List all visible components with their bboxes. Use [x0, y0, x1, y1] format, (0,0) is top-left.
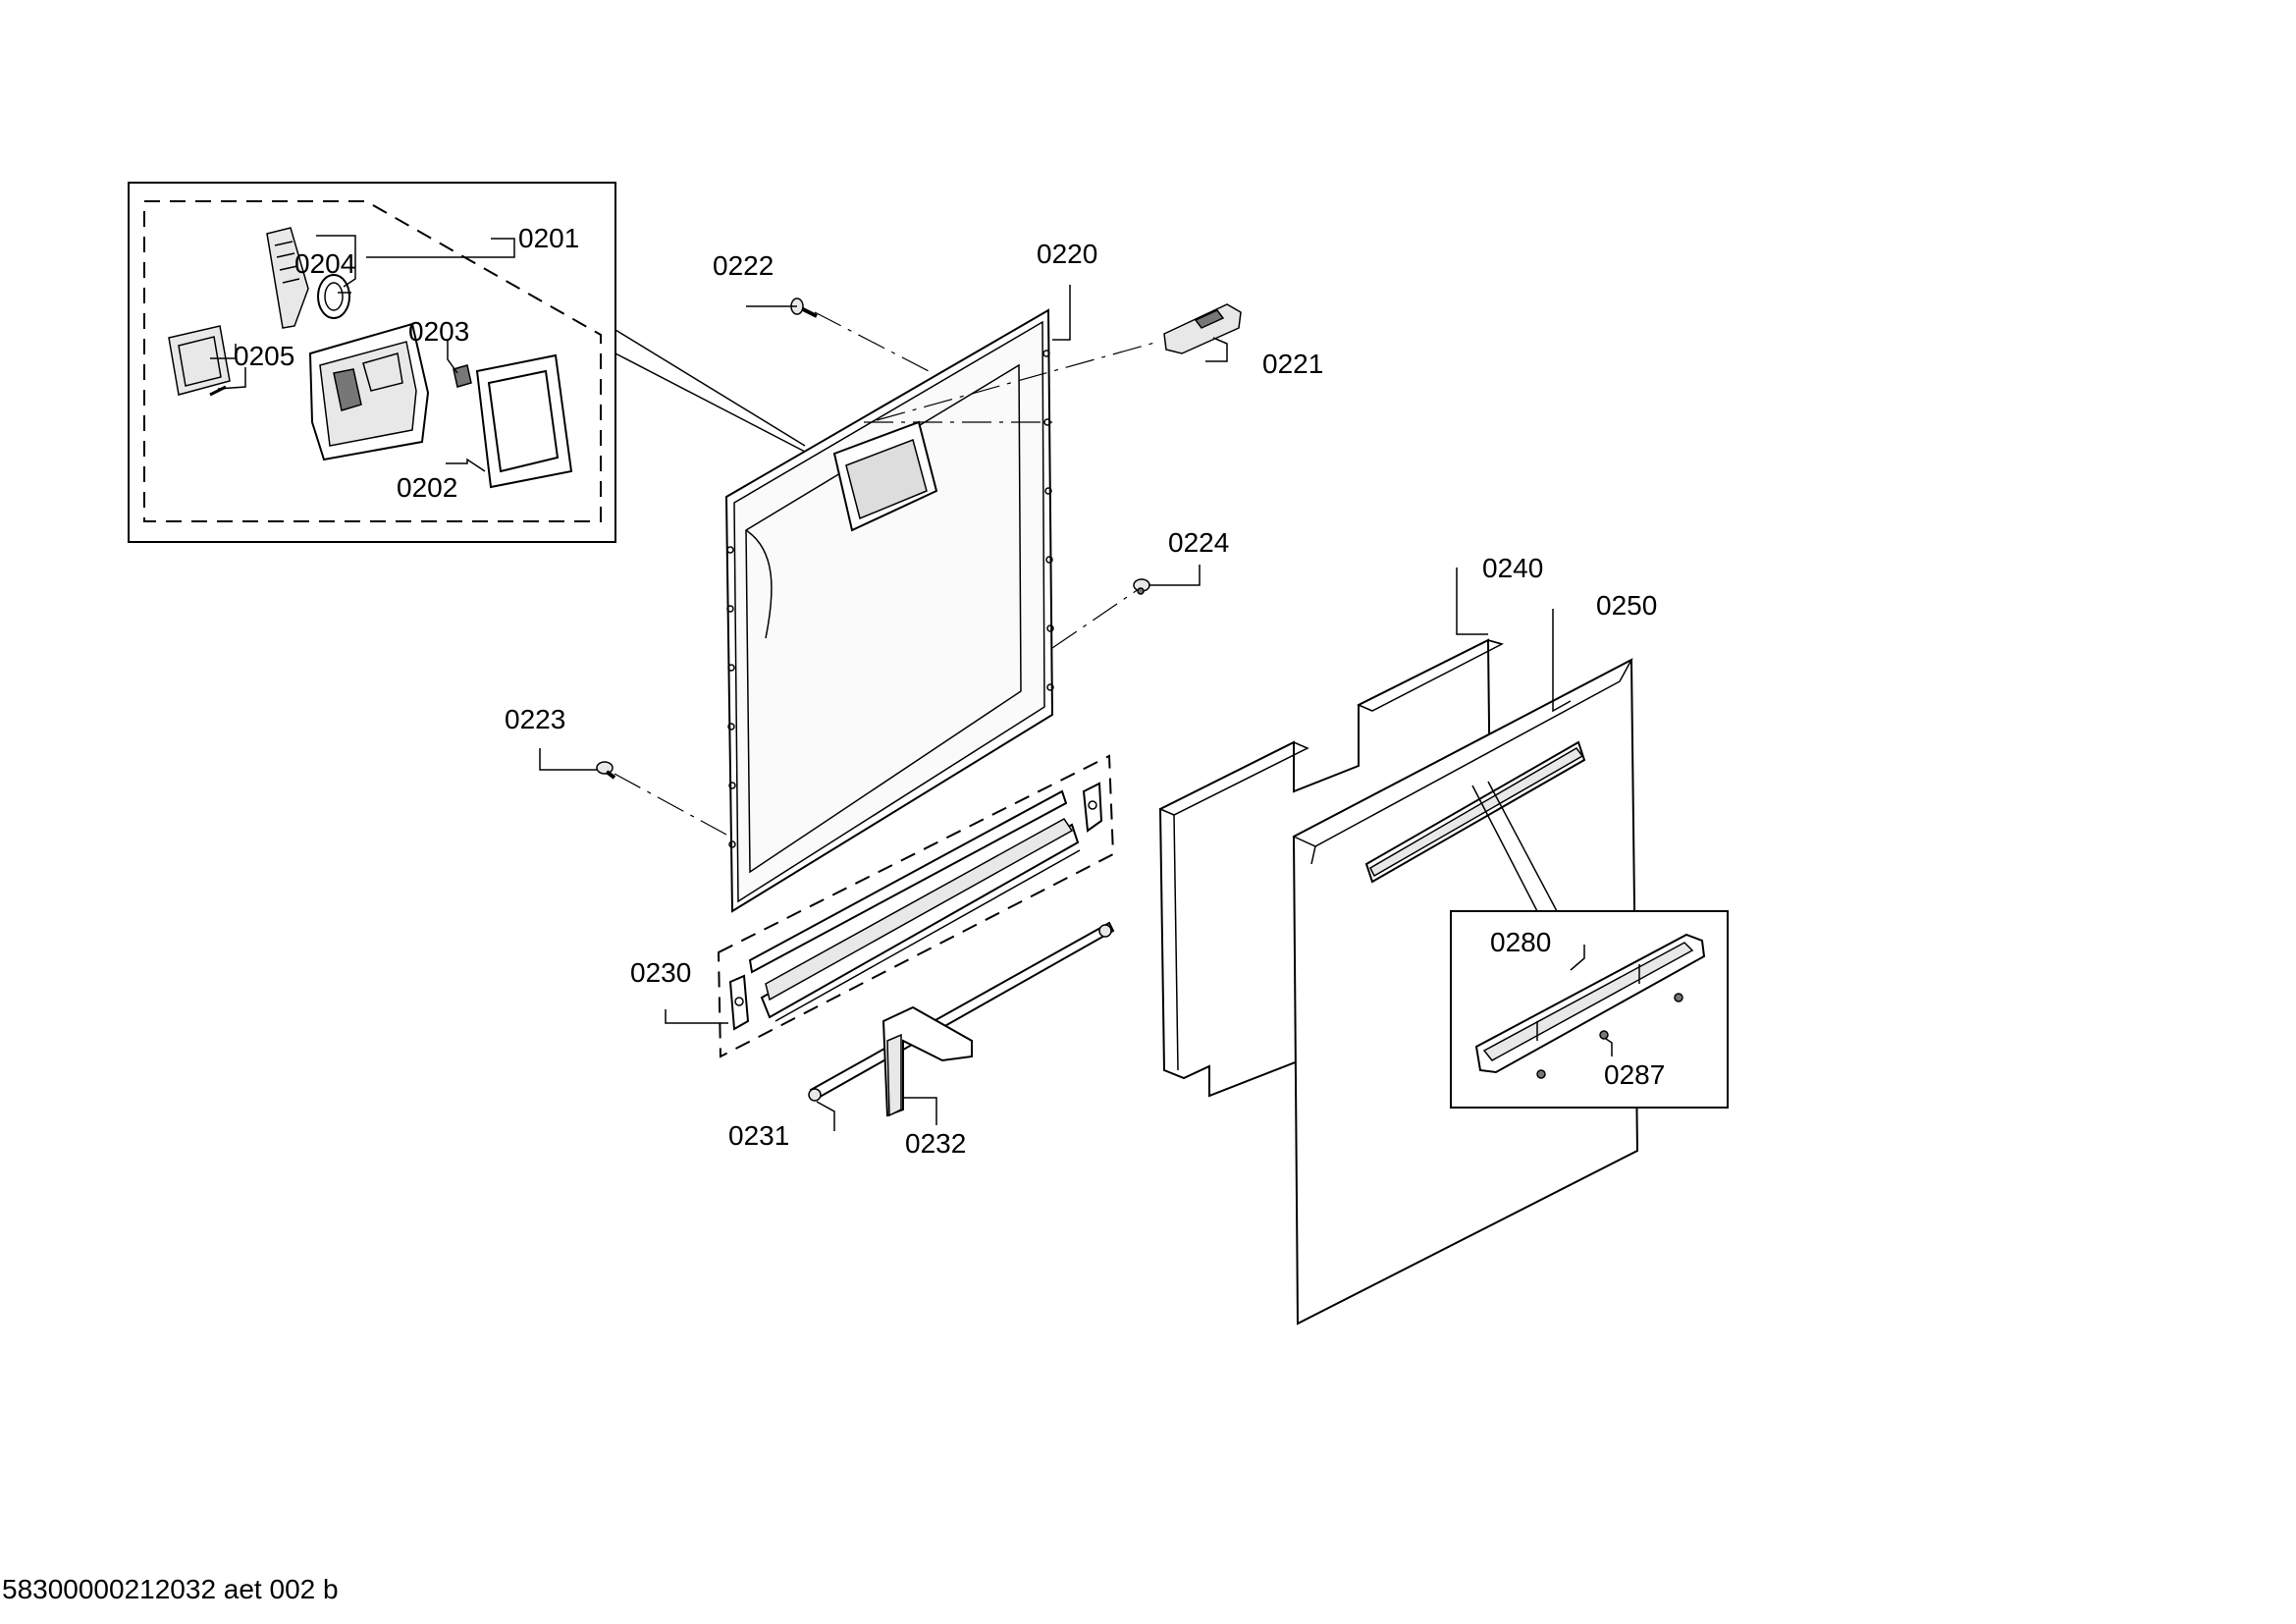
- part-0280-handle[interactable]: [1474, 933, 1706, 1074]
- label-0222: 0222: [713, 250, 774, 281]
- label-0280: 0280: [1490, 927, 1551, 957]
- label-0220: 0220: [1037, 239, 1097, 269]
- label-0204: 0204: [294, 248, 355, 279]
- label-0205: 0205: [234, 341, 294, 371]
- label-0201: 0201: [518, 223, 579, 253]
- part-0230-hinge-rail[interactable]: [748, 789, 1081, 1022]
- label-0232: 0232: [905, 1128, 966, 1159]
- part-0204-cover-flap[interactable]: [266, 227, 309, 329]
- label-0223: 0223: [505, 704, 565, 734]
- part-0230-hinge-right[interactable]: [1082, 782, 1103, 833]
- part-0202-seal-frame[interactable]: [475, 353, 573, 489]
- label-0250: 0250: [1596, 590, 1657, 621]
- guide-line: [814, 311, 934, 374]
- part-0222-screw[interactable]: [790, 298, 818, 318]
- label-0287: 0287: [1604, 1059, 1665, 1090]
- footer-doc-id: 58300000212032 aet 002 b: [2, 1574, 339, 1604]
- label-0230: 0230: [630, 957, 691, 988]
- part-0223-screw[interactable]: [596, 761, 616, 780]
- detail-box-dispenser: [128, 182, 806, 543]
- part-0232-bracket[interactable]: [881, 1005, 973, 1117]
- part-0221-latch[interactable]: [1163, 303, 1242, 354]
- label-0221: 0221: [1262, 349, 1323, 379]
- part-labels: 0201 0204 0203 0205 0202 0220 0222 0221 …: [2, 223, 1665, 1604]
- part-0205-plate[interactable]: [168, 325, 231, 396]
- guide-line: [614, 773, 727, 836]
- part-0287-screws[interactable]: [1536, 993, 1683, 1079]
- label-0240: 0240: [1482, 553, 1543, 583]
- guide-line: [1051, 588, 1140, 649]
- part-dispenser-body[interactable]: [308, 322, 430, 461]
- part-0203-knob[interactable]: [453, 364, 472, 388]
- label-0203: 0203: [408, 316, 469, 347]
- label-0224: 0224: [1168, 527, 1229, 558]
- label-0231: 0231: [728, 1120, 789, 1151]
- part-0220-inner-door[interactable]: [724, 308, 1054, 913]
- part-0224-screw[interactable]: [1133, 578, 1150, 595]
- part-0230-hinge-left[interactable]: [728, 974, 750, 1031]
- label-0202: 0202: [397, 472, 457, 503]
- leader-lines: [210, 235, 1613, 1131]
- detail-box-hinge-group: [717, 754, 1115, 1058]
- part-0204-seal-ring[interactable]: [317, 274, 350, 319]
